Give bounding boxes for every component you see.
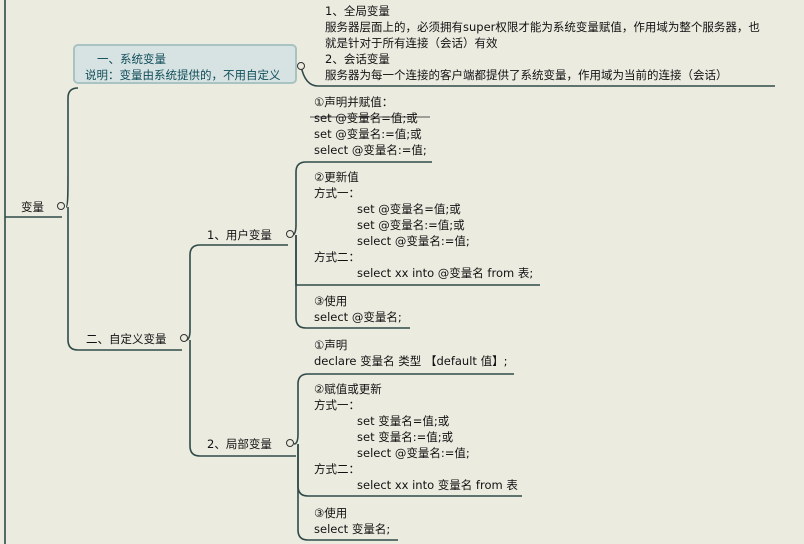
- user-vars-update[interactable]: ②更新值 方式一： set @变量名=值;或 set @变量名:=值;或 sel…: [314, 169, 533, 281]
- detail-line: 就是针对于所有连接（会话）有效: [325, 36, 498, 50]
- custom-vars-title[interactable]: 二、自定义变量: [86, 332, 167, 346]
- method-label: 方式二：: [314, 250, 360, 264]
- section-heading: ①声明: [314, 338, 348, 352]
- method-label: 方式一：: [314, 186, 360, 200]
- method-label: 方式一：: [314, 398, 360, 412]
- local-vars-use[interactable]: ③使用 select 变量名;: [314, 505, 390, 537]
- collapse-local-vars-icon[interactable]: [286, 439, 294, 447]
- collapse-system-vars-icon[interactable]: [297, 62, 305, 70]
- user-vars-title[interactable]: 1、用户变量: [207, 228, 272, 242]
- collapse-root-icon[interactable]: [57, 202, 65, 210]
- user-vars-use[interactable]: ③使用 select @变量名;: [314, 293, 402, 325]
- system-vars-details[interactable]: 1、全局变量 服务器层面上的，必须拥有super权限才能为系统变量赋值，作用域为…: [325, 3, 760, 83]
- code-line: select @变量名;: [314, 310, 402, 324]
- system-vars-node[interactable]: 一、系统变量 说明：变量由系统提供的，不用自定义: [73, 44, 297, 84]
- code-line: select @变量名:=值;: [357, 446, 470, 460]
- detail-line: 服务器为每一个连接的客户端都提供了系统变量，作用域为当前的连接（会话）: [325, 68, 728, 82]
- system-vars-title: 一、系统变量: [97, 52, 166, 66]
- code-line: declare 变量名 类型 【default 值】;: [314, 354, 508, 368]
- code-line: select @变量名:=值;: [314, 143, 427, 157]
- code-line: set @变量名:=值;或: [357, 218, 465, 232]
- code-line: select xx into 变量名 from 表: [357, 478, 518, 492]
- code-line: set 变量名=值;或: [357, 414, 450, 428]
- system-vars-desc: 说明：变量由系统提供的，不用自定义: [85, 68, 281, 82]
- detail-line: 服务器层面上的，必须拥有super权限才能为系统变量赋值，作用域为整个服务器，也: [325, 20, 760, 34]
- section-heading: ③使用: [314, 294, 348, 308]
- code-line: select @变量名:=值;: [357, 234, 470, 248]
- section-heading: ③使用: [314, 506, 348, 520]
- detail-line: 2、会话变量: [325, 52, 390, 66]
- code-line: set @变量名=值;或: [357, 202, 461, 216]
- section-heading: ②赋值或更新: [314, 382, 382, 396]
- collapse-user-vars-icon[interactable]: [286, 230, 294, 238]
- section-heading: ②更新值: [314, 170, 359, 184]
- code-line: set @变量名=值;或: [314, 111, 418, 125]
- root-node-label[interactable]: 变量: [21, 200, 44, 214]
- code-line: select 变量名;: [314, 522, 391, 536]
- collapse-custom-vars-icon[interactable]: [180, 334, 188, 342]
- user-vars-declare[interactable]: ①声明并赋值： set @变量名=值;或 set @变量名:=值;或 selec…: [314, 94, 427, 158]
- code-line: set @变量名:=值;或: [314, 127, 422, 141]
- code-line: select xx into @变量名 from 表;: [357, 266, 534, 280]
- detail-line: 1、全局变量: [325, 4, 390, 18]
- local-vars-declare[interactable]: ①声明 declare 变量名 类型 【default 值】;: [314, 337, 507, 369]
- code-line: ①声明并赋值：: [314, 95, 394, 109]
- local-vars-title[interactable]: 2、局部变量: [207, 437, 272, 451]
- code-line: set 变量名:=值;或: [357, 430, 454, 444]
- method-label: 方式二：: [314, 462, 360, 476]
- local-vars-update[interactable]: ②赋值或更新 方式一： set 变量名=值;或 set 变量名:=值;或 sel…: [314, 381, 518, 493]
